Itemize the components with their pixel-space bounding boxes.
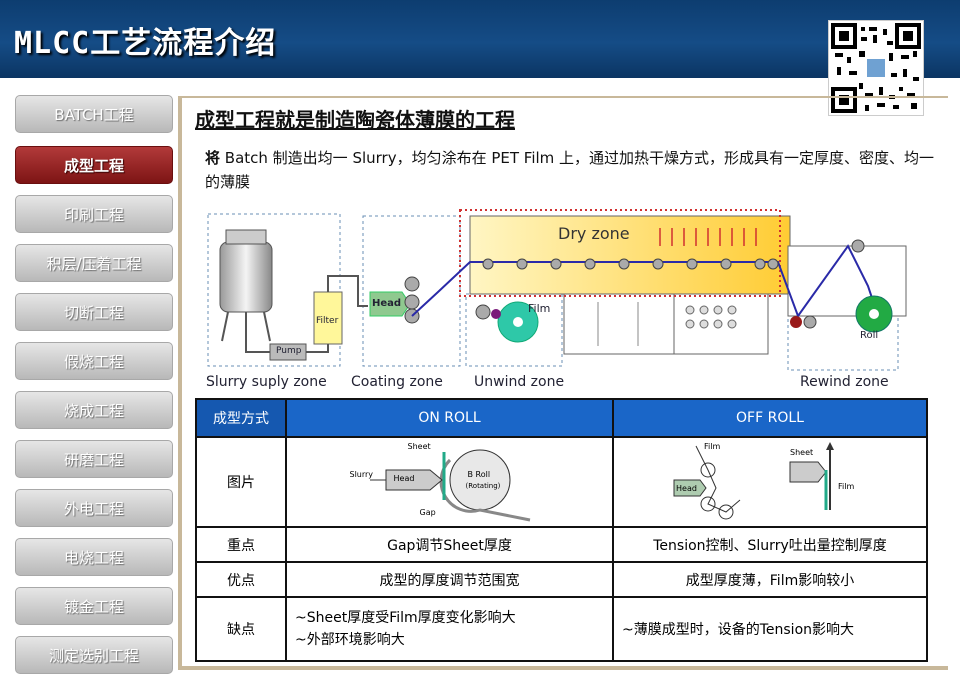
- zone-label-rewind: Rewind zone: [800, 374, 889, 390]
- header-off-roll: OFF ROLL: [612, 398, 928, 438]
- zone-label-unwind: Unwind zone: [474, 374, 565, 390]
- row-label-pros: 优点: [195, 561, 287, 598]
- on-roll-figure: Sheet Slurry Head B Roll (Rotating) Gap: [285, 436, 614, 528]
- on-roll-cons-line-1: ~Sheet厚度受Film厚度变化影响大: [295, 610, 516, 626]
- sidebar-item-stacking[interactable]: 积层/压着工程: [15, 244, 173, 282]
- head-label: Head: [372, 298, 402, 309]
- off-roll-film-label-1: Film: [704, 442, 721, 451]
- section-heading: 成型工程就是制造陶瓷体薄膜的工程: [195, 108, 515, 132]
- table-header-row: 成型方式 ON ROLL OFF ROLL: [195, 398, 928, 438]
- sidebar-item-grinding[interactable]: 研磨工程: [15, 440, 173, 478]
- table-row: 缺点 ~Sheet厚度受Film厚度变化影响大 ~外部环境影响大 ~薄膜成型时，…: [195, 596, 928, 662]
- qr-code: [828, 20, 924, 116]
- page-title: MLCC工艺流程介绍: [14, 26, 277, 61]
- on-roll-cons: ~Sheet厚度受Film厚度变化影响大 ~外部环境影响大: [285, 596, 614, 662]
- process-diagram: Dry zone Head Filter Pump Film Roll Slur…: [198, 206, 933, 396]
- description-text: Batch 制造出均一 Slurry，均匀涂布在 PET Film 上，通过加热…: [205, 149, 935, 191]
- table-row: 图片 Sheet Slurry Head B Roll (Rotating) G…: [195, 436, 928, 528]
- table-row: 重点 Gap调节Sheet厚度 Tension控制、Slurry吐出量控制厚度: [195, 526, 928, 563]
- sidebar-item-printing[interactable]: 印刷工程: [15, 195, 173, 233]
- dry-zone-label: Dry zone: [558, 224, 630, 243]
- off-roll-key: Tension控制、Slurry吐出量控制厚度: [612, 526, 928, 563]
- film-label: Film: [528, 302, 551, 315]
- on-roll-head-label: Head: [393, 474, 415, 483]
- off-roll-cons: ~薄膜成型时，设备的Tension影响大: [612, 596, 928, 662]
- header-on-roll: ON ROLL: [285, 398, 614, 438]
- table-row: 优点 成型的厚度调节范围宽 成型厚度薄，Film影响较小: [195, 561, 928, 598]
- sidebar-item-external-electrode[interactable]: 外电工程: [15, 489, 173, 527]
- off-roll-figure: Film Head Sheet Film: [612, 436, 928, 528]
- on-roll-gap-label: Gap: [419, 508, 436, 517]
- row-label-key: 重点: [195, 526, 287, 563]
- title-bar: MLCC工艺流程介绍: [0, 0, 960, 78]
- zone-label-slurry: Slurry suply zone: [206, 374, 327, 390]
- on-roll-pros: 成型的厚度调节范围宽: [285, 561, 614, 598]
- description: 将 Batch 制造出均一 Slurry，均匀涂布在 PET Film 上，通过…: [205, 146, 935, 194]
- on-roll-key: Gap调节Sheet厚度: [285, 526, 614, 563]
- filter-label: Filter: [316, 316, 339, 326]
- zone-label-coating: Coating zone: [351, 374, 443, 390]
- row-label-cons: 缺点: [195, 596, 287, 662]
- comparison-table: 成型方式 ON ROLL OFF ROLL 图片 Sheet Slurry He…: [195, 398, 928, 662]
- sidebar-item-calcining[interactable]: 假烧工程: [15, 342, 173, 380]
- off-roll-film-label-2: Film: [838, 482, 855, 491]
- on-roll-cons-line-2: ~外部环境影响大: [295, 632, 405, 648]
- pump-label: Pump: [276, 346, 302, 356]
- on-roll-sheet-label: Sheet: [407, 442, 431, 451]
- on-roll-rotating-label: (Rotating): [465, 482, 501, 490]
- off-roll-sheet-label: Sheet: [790, 448, 814, 457]
- sidebar-item-cutting[interactable]: 切断工程: [15, 293, 173, 331]
- off-roll-pros: 成型厚度薄，Film影响较小: [612, 561, 928, 598]
- header-method: 成型方式: [195, 398, 287, 438]
- off-roll-head-label: Head: [676, 484, 697, 493]
- description-lead: 将: [205, 149, 221, 167]
- sidebar-item-sintering[interactable]: 烧成工程: [15, 391, 173, 429]
- on-roll-slurry-label: Slurry: [349, 470, 374, 479]
- row-label-figure: 图片: [195, 436, 287, 528]
- content-frame: [178, 96, 948, 670]
- sidebar-item-plating[interactable]: 镀金工程: [15, 587, 173, 625]
- sidebar-item-testing[interactable]: 测定选别工程: [15, 636, 173, 674]
- sidebar-item-forming[interactable]: 成型工程: [15, 146, 173, 184]
- roll-label: Roll: [860, 330, 879, 341]
- sidebar-item-electrode-firing[interactable]: 电烧工程: [15, 538, 173, 576]
- sidebar-item-batch[interactable]: BATCH工程: [15, 95, 173, 133]
- on-roll-broll-label: B Roll: [467, 470, 491, 479]
